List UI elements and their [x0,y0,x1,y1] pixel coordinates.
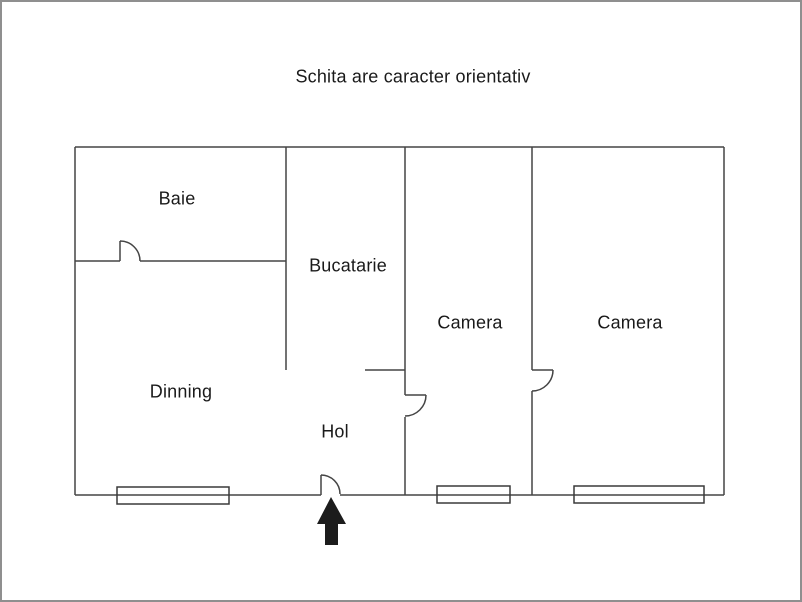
camera-2-window [573,485,705,504]
room-label-dinning: Dinning [149,381,213,402]
dinning-window [116,486,230,505]
baie-door [119,240,141,262]
room-label-baie: Baie [158,188,196,209]
entrance-door [320,474,341,495]
entrance-arrow-icon [317,497,346,545]
camera-1-door [404,394,427,417]
room-label-camera-2: Camera [597,312,663,333]
page-title: Schita are caracter orientativ [295,66,531,87]
camera-1-window [436,485,511,504]
room-label-hol: Hol [321,421,349,442]
outer-walls [74,146,725,496]
camera-2-door [531,369,554,392]
room-label-bucatarie: Bucatarie [309,255,387,276]
room-label-camera-1: Camera [437,312,503,333]
